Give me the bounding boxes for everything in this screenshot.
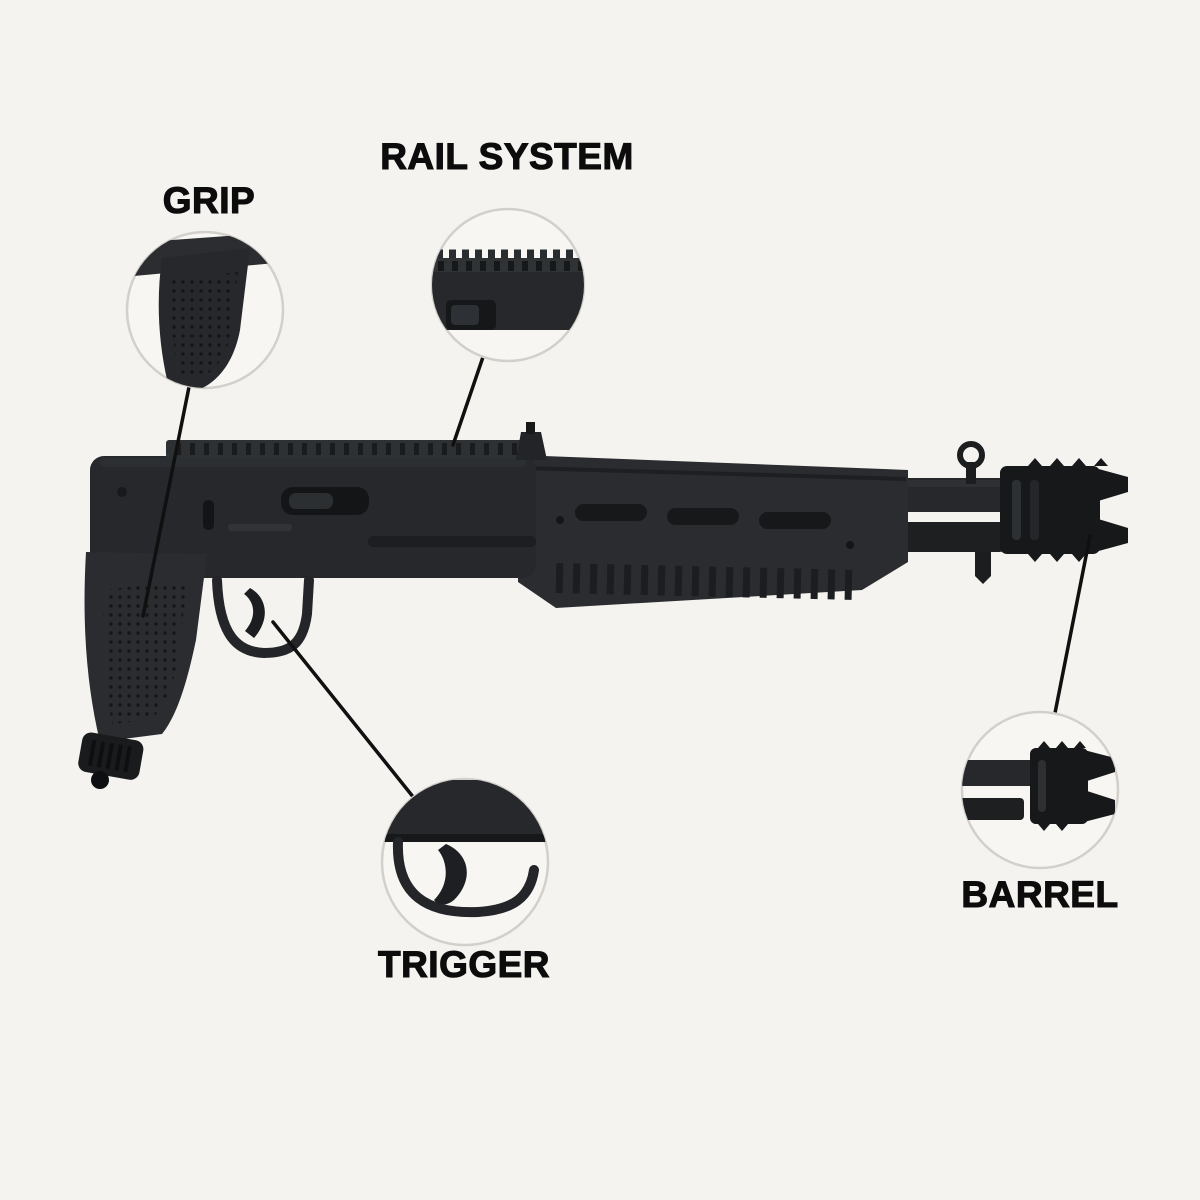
pistol-grip	[78, 552, 207, 789]
trigger-connector-line	[271, 620, 416, 800]
handguard	[518, 455, 908, 608]
barrel-closeup-icon	[962, 741, 1115, 831]
front-sight	[516, 422, 547, 460]
rail-system-label: RAIL SYSTEM	[380, 135, 634, 177]
barrel-inset	[960, 710, 1120, 870]
muzzle-brake	[1000, 458, 1128, 562]
rail-system-inset	[430, 207, 586, 363]
grip-inset	[125, 230, 285, 390]
connector-lines	[141, 355, 1092, 800]
rail-connector-line	[451, 355, 485, 447]
grip-label: GRIP	[162, 179, 256, 221]
trigger-group	[212, 575, 314, 659]
sling-mount	[975, 552, 991, 584]
rail-closeup-icon	[432, 249, 584, 330]
front-ring-sight	[957, 441, 985, 484]
receiver	[90, 440, 536, 578]
trigger-label: TRIGGER	[377, 943, 551, 985]
barrel-label: BARREL	[961, 873, 1119, 915]
grip-closeup-icon	[130, 232, 283, 388]
grip-connector-line	[141, 385, 191, 618]
trigger-inset	[380, 777, 550, 947]
barrel-assembly	[893, 478, 1023, 552]
barrel-connector-line	[1053, 534, 1092, 715]
gun-illustration	[78, 422, 1128, 789]
